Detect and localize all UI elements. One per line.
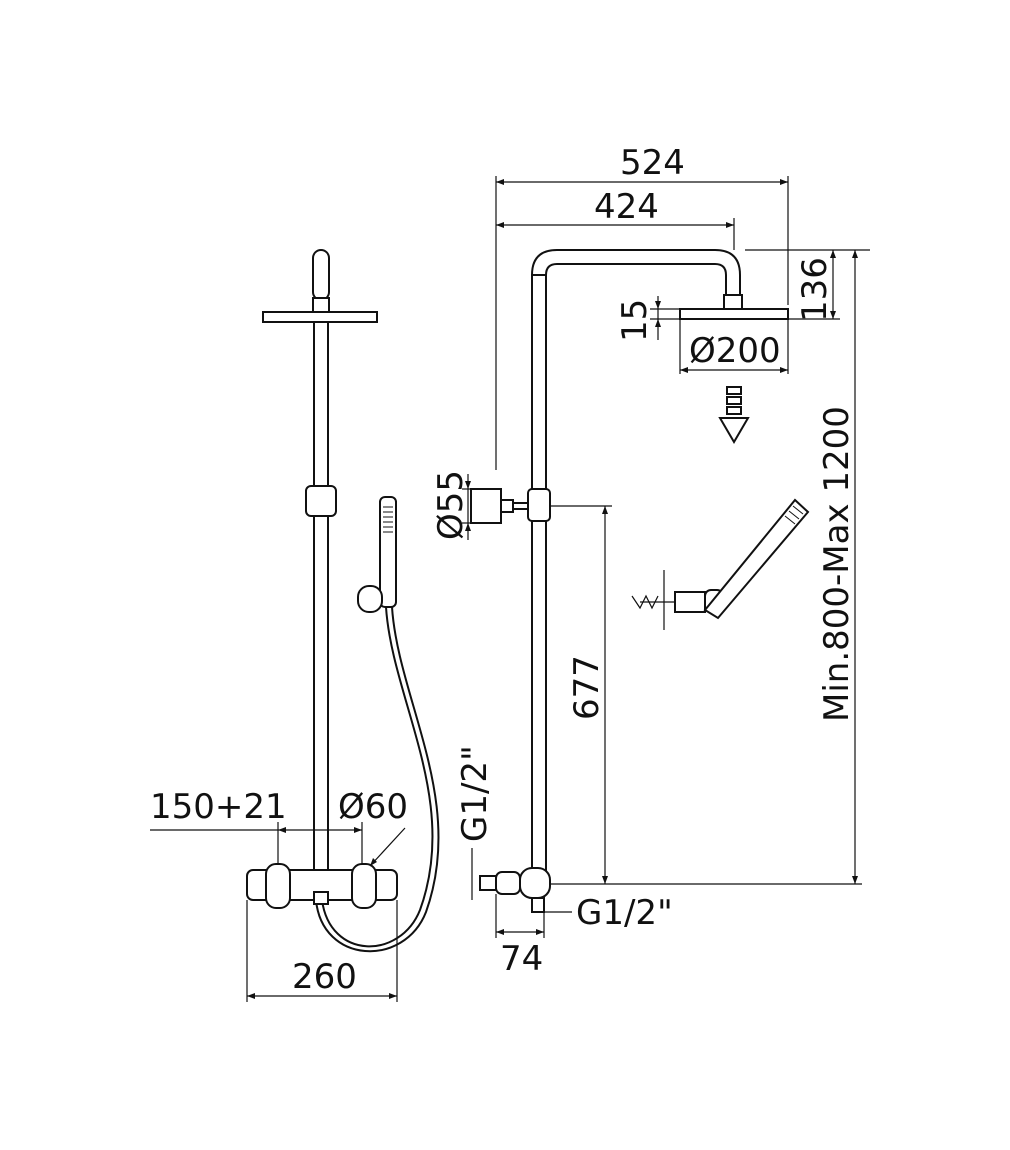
front-hose-outer <box>315 606 440 953</box>
front-mixer-knob-right <box>351 863 377 909</box>
side-view: 524 424 136 15 Ø200 Ø55 <box>431 143 870 979</box>
dim-knob-diameter: Ø60 <box>338 787 408 827</box>
front-head-connector <box>312 249 330 301</box>
front-shower-head <box>262 311 378 323</box>
handshower-wall-holder <box>674 591 706 613</box>
dim-inlet-vertical: G1/2" <box>455 745 495 842</box>
dim-support-diameter: Ø55 <box>431 470 471 540</box>
water-flow-arrow-icon <box>718 417 750 444</box>
side-inlet-connector <box>495 871 521 895</box>
dim-height-range: Min.800-Max 1200 <box>817 406 857 722</box>
dim-bracket-height: 677 <box>567 655 607 720</box>
front-handshower-holder <box>357 585 383 613</box>
front-hose <box>321 606 434 948</box>
dim-head-thickness: 15 <box>615 299 655 342</box>
front-head-nut <box>312 297 330 313</box>
dim-width-total: 524 <box>620 143 685 183</box>
water-arrow-seg1 <box>726 386 742 395</box>
dim-mixer-width: 260 <box>292 957 357 997</box>
dim-inlet-horizontal: G1/2" <box>576 893 673 933</box>
side-wall-support <box>470 488 502 524</box>
front-handshower <box>379 496 397 608</box>
dim-head-height: 136 <box>795 257 835 322</box>
front-slider-bracket <box>305 485 337 517</box>
side-handshower <box>703 498 810 620</box>
front-view: 150+21 Ø60 260 <box>150 249 440 1002</box>
dim-width-arm: 424 <box>594 187 659 227</box>
dim-head-diameter: Ø200 <box>689 331 781 371</box>
side-bottom-outlet <box>531 897 545 913</box>
front-mixer-knob-left <box>265 863 291 909</box>
dim-centers: 150+21 <box>150 787 287 827</box>
front-riser-pipe <box>313 321 329 871</box>
front-hose-outlet <box>313 891 329 905</box>
side-head-nut <box>723 294 743 310</box>
side-mixer-knob <box>519 867 551 899</box>
side-riser-pipe <box>531 274 547 876</box>
dim-inlet-depth: 74 <box>500 939 543 979</box>
side-shower-head <box>679 308 789 320</box>
side-slider-bracket <box>527 488 551 522</box>
